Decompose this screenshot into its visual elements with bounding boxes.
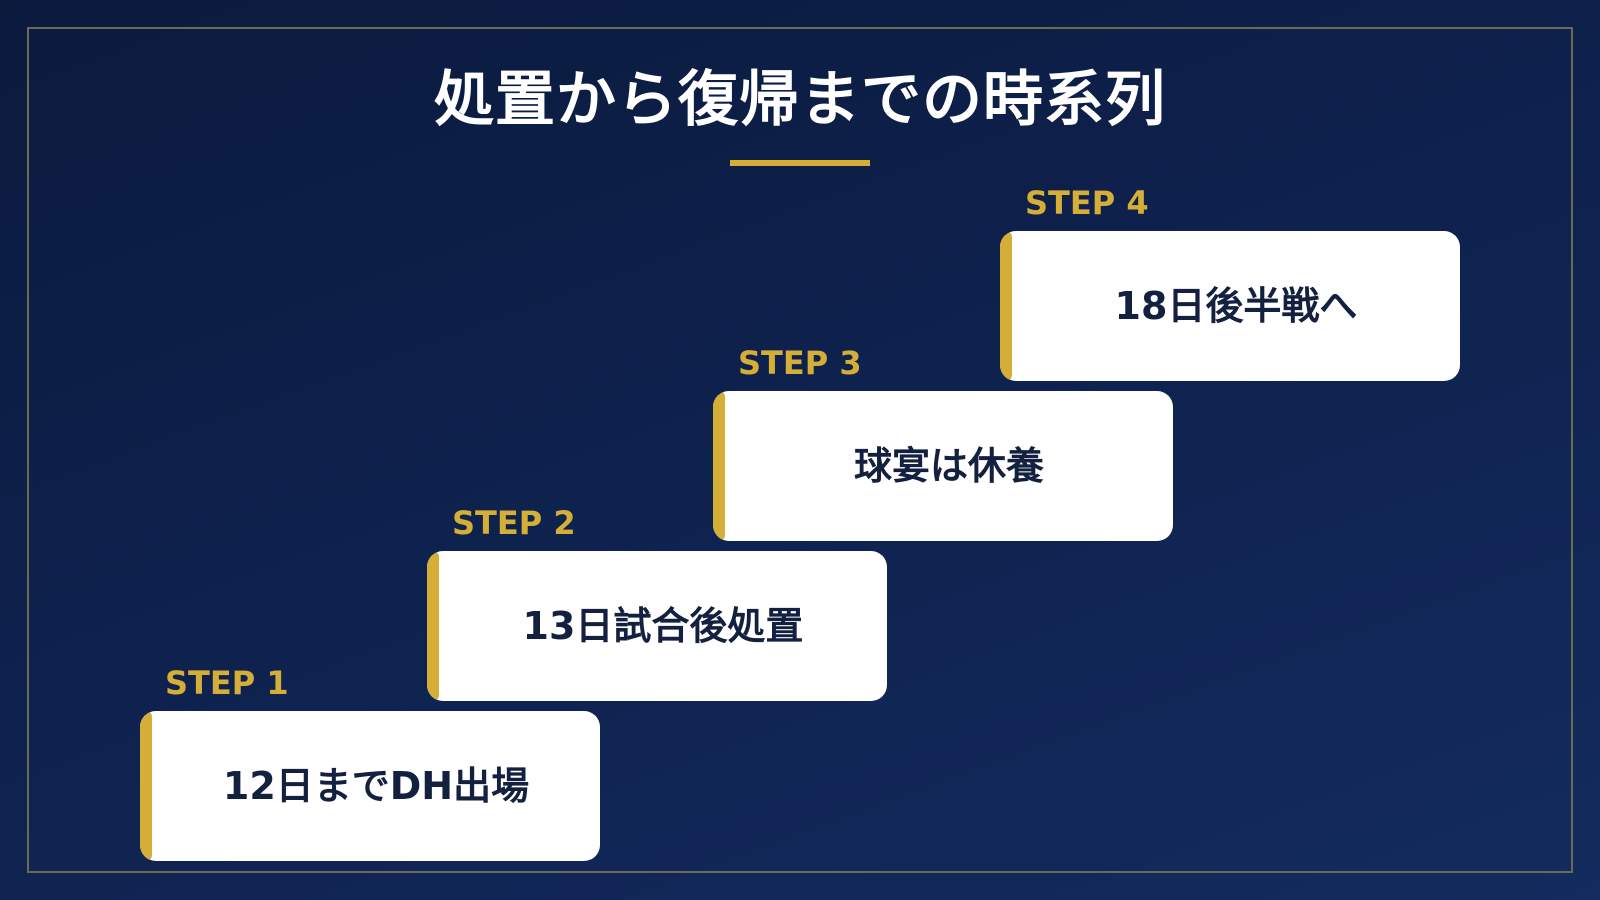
step-3-label: STEP 3 xyxy=(738,344,862,382)
step-4-card: 18日後半戦へ xyxy=(1000,231,1460,381)
step-1-accent-bar xyxy=(140,711,152,861)
step-2-accent-bar xyxy=(427,551,439,701)
step-1-card: 12日までDH出場 xyxy=(140,711,600,861)
slide-title: 処置から復帰までの時系列 xyxy=(434,65,1166,135)
step-2-label: STEP 2 xyxy=(452,504,576,542)
step-1-text: 12日までDH出場 xyxy=(222,764,530,808)
slide-frame xyxy=(27,27,1573,873)
step-4-accent-bar xyxy=(1000,231,1012,381)
step-1-label: STEP 1 xyxy=(165,664,289,702)
step-2-text: 13日試合後処置 xyxy=(522,604,804,648)
step-3-card: 球宴は休養 xyxy=(713,391,1173,541)
step-2-card: 13日試合後処置 xyxy=(427,551,887,701)
title-underline xyxy=(730,160,870,166)
step-3-accent-bar xyxy=(713,391,725,541)
step-3-text: 球宴は休養 xyxy=(853,444,1044,488)
step-4-label: STEP 4 xyxy=(1025,184,1149,222)
step-4-text: 18日後半戦へ xyxy=(1114,284,1358,328)
